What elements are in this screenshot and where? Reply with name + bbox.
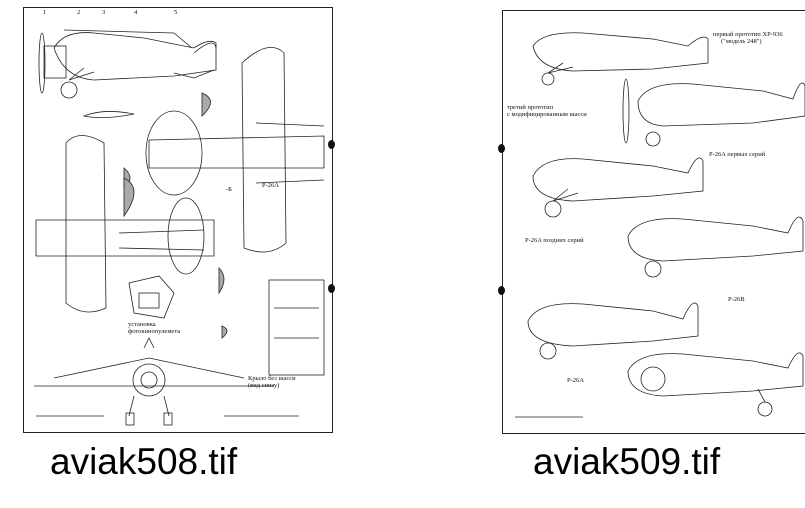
binder-hole-mark <box>328 140 335 149</box>
section-mark: -Б <box>226 186 232 193</box>
camera-gun-label-line1: установка <box>128 321 156 328</box>
p26-variants-drawing <box>515 32 805 418</box>
model-label: P-26A <box>262 182 279 189</box>
xp936-label-line1: первый прототип XP-936 <box>713 31 783 38</box>
station-number-1: 1 <box>43 9 47 16</box>
xp936-label-line2: ("модель 248") <box>721 38 762 45</box>
binder-hole-mark <box>498 286 505 295</box>
station-number-5: 5 <box>174 9 178 16</box>
p26a-late-label: P-26A поздних серий <box>525 237 584 244</box>
p26b-label: P-26B <box>728 296 745 303</box>
station-number-2: 2 <box>77 9 81 16</box>
thumbnail-aviak509[interactable]: первый прототип XP-936 ("модель 248") тр… <box>502 10 805 434</box>
binder-hole-mark <box>328 284 335 293</box>
p26a-early-label: P-26A первых серий <box>709 151 766 158</box>
filename-aviak508[interactable]: aviak508.tif <box>50 441 238 482</box>
wing-note-line1: Крыло без шасси <box>248 375 296 382</box>
filename-aviak509[interactable]: aviak509.tif <box>533 441 721 482</box>
station-number-3: 3 <box>102 9 106 16</box>
p26a-label: P-26A <box>567 377 584 384</box>
station-number-4: 4 <box>134 9 138 16</box>
third-prototype-label-line1: третий прототип <box>507 104 554 111</box>
binder-hole-mark <box>498 144 505 153</box>
third-prototype-label-line2: с модифицированным шасси <box>507 111 587 118</box>
wing-note-line2: (вид снизу) <box>248 382 280 389</box>
camera-gun-label-line2: фотокинопулемета <box>128 328 181 335</box>
thumbnail-aviak508[interactable]: 1 2 3 4 5 P-26A -Б установка фотокинопул… <box>23 7 333 433</box>
p26a-three-view-drawing <box>34 29 325 426</box>
